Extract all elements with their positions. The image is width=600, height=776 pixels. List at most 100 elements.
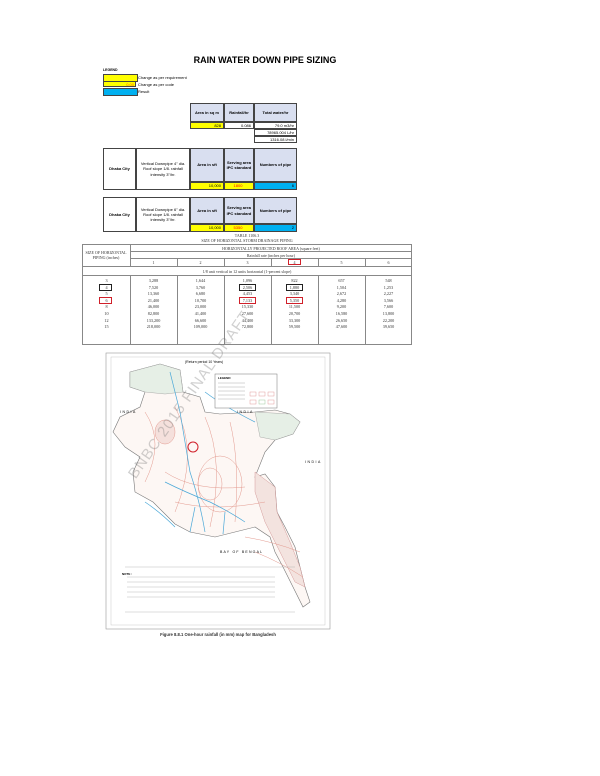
india-label-west: INDIA <box>120 410 137 414</box>
number-of-pipes-value: 6 <box>254 182 297 190</box>
roof-area-cell: 3,340 <box>289 291 300 297</box>
area-sft-value[interactable]: 10,000 <box>190 182 224 190</box>
rate-2: 2 <box>199 260 202 265</box>
roof-area-cell: 218,000 <box>146 324 161 330</box>
roof-area-cell: 33,300 <box>288 317 301 323</box>
number-of-pipes-value: 2 <box>254 224 297 232</box>
roof-area-cell: 1,504 <box>336 284 347 290</box>
highlight-2506 <box>239 284 256 291</box>
rainfall-rate-header: Rainfall rate (inches per hour) <box>246 253 296 258</box>
roof-area-cell: 2,506 <box>242 284 253 290</box>
rate-4: 4 <box>293 260 296 265</box>
roof-area-cell: 109,000 <box>193 324 208 330</box>
pipe-description: Vertical Downpipe 6" dia. Roof slope 1/8… <box>136 197 190 232</box>
col-header-size: SIZE OF HORIZONTAL PIPING (inches) <box>85 250 127 260</box>
roof-area-cell: 3,566 <box>383 297 394 303</box>
pipe-size-cell: 5 <box>105 291 108 297</box>
roof-area-cell: 11,500 <box>288 304 301 310</box>
roof-area-cell: 4,453 <box>242 291 253 297</box>
roof-area-cell: 21,400 <box>147 297 160 303</box>
roof-area-cell: 44,400 <box>241 317 254 323</box>
city-label: Dhaka City <box>103 148 136 190</box>
highlight-1880 <box>286 284 303 291</box>
header-area-sqm: Area in sq m <box>190 103 224 122</box>
highlight-rate-4 <box>288 259 301 265</box>
highlight-size-4 <box>99 284 112 291</box>
area-sft-value[interactable]: 10,000 <box>190 224 224 232</box>
total-water-litres: 78965.004 L/hr <box>254 129 297 136</box>
header-number-of-pipes: Numbers of pipe <box>254 197 297 224</box>
roof-area-cell: 16,580 <box>335 310 348 316</box>
roof-area-cell: 2,672 <box>336 291 347 297</box>
roof-area-cell: 1,880 <box>289 284 300 290</box>
roof-area-cell: 66,600 <box>194 317 207 323</box>
roof-area-cell: 5,350 <box>289 297 300 303</box>
roof-area-cell: 72,800 <box>241 324 254 330</box>
area-sqm-value[interactable]: 828 <box>190 122 224 129</box>
highlight-5350 <box>286 297 303 304</box>
highlight-size-6 <box>99 297 112 304</box>
group-header: HORIZONTALLY PROJECTED ROOF AREA (square… <box>222 245 320 251</box>
legend-heading: LEGEND <box>103 68 118 72</box>
roof-area-cell: 6,680 <box>195 291 206 297</box>
bay-of-bengal-label: BAY OF BENGAL <box>220 550 264 554</box>
ipc-table-title: SIZE OF HORIZONTAL STORM DRAINAGE PIPING <box>201 238 293 243</box>
page-title: RAIN WATER DOWN PIPE SIZING <box>193 55 337 65</box>
roof-area-cell: 46,000 <box>147 304 160 310</box>
pipe-size-cell: 12 <box>104 317 109 323</box>
header-rainfall: Rainfall/hr <box>224 103 254 122</box>
pipe-size-cell: 3 <box>105 278 108 283</box>
pipe-description: Vertical Downpipe 4" dia. Roof slope 1/8… <box>136 148 190 190</box>
roof-area-cell: 1,096 <box>242 278 253 283</box>
roof-area-cell: 23,000 <box>194 304 207 310</box>
roof-area-cell: 3,288 <box>148 278 159 283</box>
header-number-of-pipes: Numbers of pipe <box>254 148 297 182</box>
pipe-size-cell: 15 <box>104 324 109 330</box>
pipe-size-cell: 10 <box>104 310 109 316</box>
header-area-sft: Area in sft <box>190 197 224 224</box>
rate-1: 1 <box>152 260 155 265</box>
roof-area-cell: 13,360 <box>147 291 160 297</box>
legend-swatch-result <box>103 88 138 96</box>
pipe-size-cell: 6 <box>105 297 108 303</box>
serving-area-value[interactable]: 1800 <box>224 182 254 190</box>
roof-area-cell: 1,644 <box>195 278 206 283</box>
roof-area-cell: 59,500 <box>288 324 301 330</box>
roof-area-cell: 15,330 <box>241 304 254 310</box>
roof-area-cell: 1,253 <box>383 284 394 290</box>
slope-row: 1/8 unit vertical in 12 units horizontal… <box>202 268 292 274</box>
roof-area-cell: 13,800 <box>382 310 395 316</box>
roof-area-cell: 822 <box>291 278 298 283</box>
rainfall-value[interactable]: 0.086 <box>224 122 254 129</box>
header-serving-area: Serving area IPC standard <box>224 197 254 224</box>
map-note-label: NOTE : <box>122 572 133 576</box>
rate-5: 5 <box>340 260 343 265</box>
roof-area-cell: 133,200 <box>146 317 161 323</box>
roof-area-cell: 41,400 <box>194 310 207 316</box>
highlight-7133 <box>239 297 256 304</box>
city-label: Dhaka City <box>103 197 136 232</box>
pipe-size-cell: 4 <box>105 284 108 290</box>
roof-area-cell: 47,600 <box>335 324 348 330</box>
india-label-north: INDIA <box>237 410 254 414</box>
ipc-table-number: TABLE 1106.3 <box>234 233 260 238</box>
roof-area-cell: 4,280 <box>336 297 347 303</box>
map-return-period: (Return period 10 Years) <box>185 360 224 364</box>
serving-area-value[interactable]: 5350 <box>224 224 254 232</box>
total-water-per-min: 1316.08 l/min <box>254 136 297 143</box>
legend-swatch-code: 0.00 <box>103 81 136 87</box>
roof-area-cell: 9,200 <box>336 304 347 310</box>
rainfall-map: (Return period 10 Years) LEGEND INDIA IN… <box>105 308 331 630</box>
roof-area-cell: 657 <box>338 278 345 283</box>
roof-area-cell: 3,760 <box>195 284 206 290</box>
map-caption: Figure 8.8.1 One-hour rainfall (in mm) m… <box>160 632 276 637</box>
header-area-sft: Area in sft <box>190 148 224 182</box>
roof-area-cell: 7,133 <box>242 297 253 303</box>
legend-label-result: Result <box>138 88 150 94</box>
roof-area-cell: 82,800 <box>147 310 160 316</box>
map-legend-heading: LEGEND <box>218 376 231 380</box>
